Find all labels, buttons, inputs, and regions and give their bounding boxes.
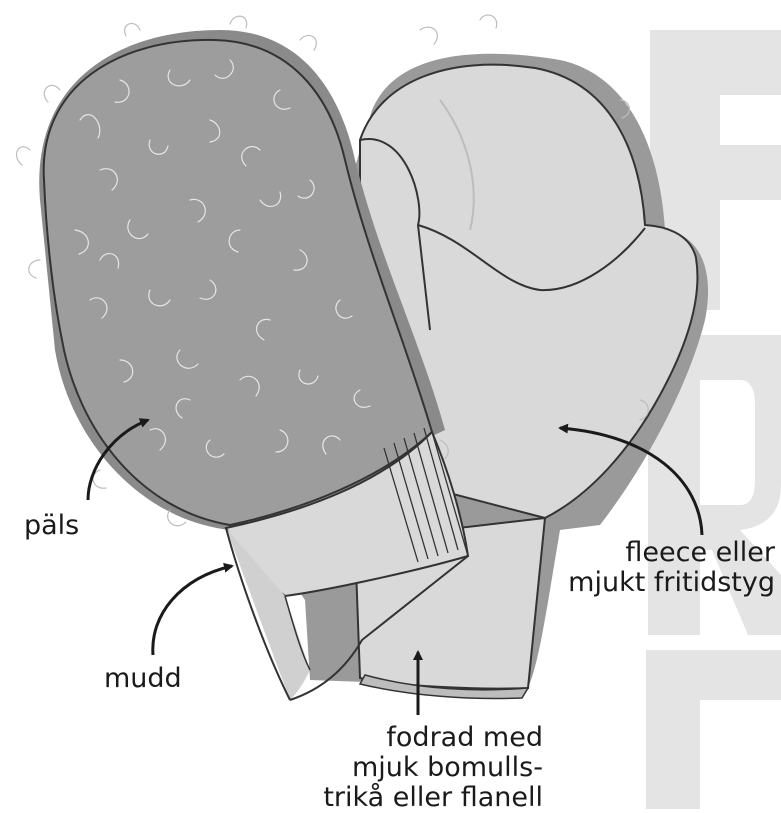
lining-label: fodrad med mjuk bomulls- trikå eller fla… bbox=[323, 723, 543, 813]
lining-label-line-1: fodrad med bbox=[323, 723, 543, 753]
watermark-logo bbox=[646, 30, 781, 809]
fur-label: päls bbox=[24, 511, 79, 541]
cuff-label: mudd bbox=[104, 664, 182, 694]
fleece-label-line-1: fleece eller bbox=[568, 538, 775, 568]
arrow-cuff bbox=[153, 566, 232, 655]
fleece-label-line-2: mjukt fritidstyg bbox=[568, 568, 775, 598]
fleece-label: fleece eller mjukt fritidstyg bbox=[568, 538, 775, 598]
lining-label-line-2: mjuk bomulls- bbox=[323, 753, 543, 783]
